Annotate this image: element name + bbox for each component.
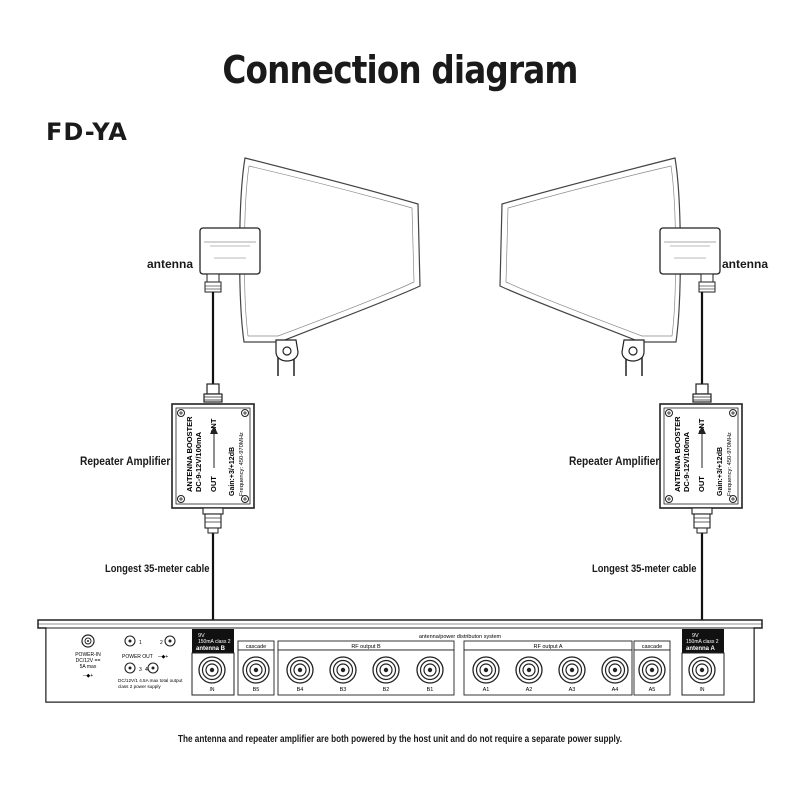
system-label: antenna/power distributon system: [419, 634, 502, 640]
port-a3-label: A3: [569, 687, 576, 693]
amp-right-label: Repeater Amplifier: [569, 454, 660, 468]
antenna-a-connector-icon: [688, 656, 716, 684]
power-out-port-1: 1: [139, 640, 142, 646]
port-a1-label: A1: [483, 687, 490, 693]
port-b5-label: B5: [253, 687, 260, 693]
cascade-a-label: cascade: [642, 644, 663, 650]
cable-right-label: Longest 35-meter cable: [592, 563, 697, 575]
amp-left-ant: ANT: [209, 418, 218, 434]
power-in-icon: [81, 634, 95, 648]
antenna-a-spec-block: [682, 629, 724, 653]
amp-left-line1: ANTENNA BOOSTER: [185, 416, 194, 492]
port-a1-icon: [472, 656, 500, 684]
cables: [211, 292, 704, 628]
port-b1-icon: [416, 656, 444, 684]
antenna-b-connector-icon: [198, 656, 226, 684]
power-out-label: POWER OUT: [122, 654, 153, 660]
amp-right-out: OUT: [697, 476, 706, 492]
amp-right-ant: ANT: [697, 418, 706, 434]
rf-output-a-label: RF output A: [533, 644, 562, 650]
spec-left-voltage: 9V: [198, 633, 205, 639]
amp-left-label: Repeater Amplifier: [80, 454, 171, 468]
port-b2-icon: [372, 656, 400, 684]
antenna-b-label: antenna B: [196, 646, 226, 652]
amp-left-gain: Gain:+3/+12dB: [229, 447, 236, 496]
port-a5-icon: [638, 656, 666, 684]
amp-right-freq: Frequency: 450-970MHz: [727, 432, 733, 496]
spec-right-current: 150mA class 2: [686, 639, 719, 645]
power-note-line1: DC/12V/1 4.5A max total output: [118, 678, 183, 683]
port-b4-icon: [286, 656, 314, 684]
antenna-a-label: antenna A: [686, 646, 715, 652]
power-out-port-3: 3: [139, 667, 142, 673]
port-b4-label: B4: [297, 687, 304, 693]
amp-left-line2: DC-9-12V/100mA: [194, 431, 203, 492]
power-out-port-2: 2: [160, 640, 163, 646]
port-a5-label: A5: [649, 687, 656, 693]
port-a4-label: A4: [612, 687, 619, 693]
amp-right-line1: ANTENNA BOOSTER: [673, 416, 682, 492]
antenna-b-spec-block: [192, 629, 234, 653]
port-b5-icon: [242, 656, 270, 684]
power-in-current: 5A max: [80, 664, 97, 670]
amp-right-line2: DC-9-12V/100mA: [682, 431, 691, 492]
power-in-voltage: DC/12V ==: [76, 658, 101, 664]
right-antenna-icon: [499, 157, 721, 376]
antenna-left-label: antenna: [147, 257, 194, 271]
power-note: The antenna and repeater amplifier are b…: [177, 734, 623, 745]
host-unit: POWER-IN DC/12V == 5A max ─◆+ 1 2 3 4 PO…: [37, 619, 763, 703]
cable-left-label: Longest 35-meter cable: [105, 563, 210, 575]
antenna-b-in-label: IN: [210, 687, 215, 693]
spec-left-current: 150mA class 2: [198, 639, 231, 645]
antenna-right-label: antenna: [722, 257, 769, 271]
diagram-title: Connection diagram: [222, 48, 578, 92]
right-repeater-amplifier-icon: ANTENNA BOOSTER DC-9-12V/100mA OUT ANT G…: [660, 383, 742, 534]
spec-right-voltage: 9V: [692, 633, 699, 639]
model-name: FD-YA: [46, 118, 128, 146]
port-b1-label: B1: [427, 687, 434, 693]
port-b3-label: B3: [340, 687, 347, 693]
cascade-b-label: cascade: [246, 644, 267, 650]
rf-output-b-label: RF output B: [351, 644, 381, 650]
port-a2-icon: [515, 656, 543, 684]
left-antenna-icon: [199, 157, 421, 376]
port-a2-label: A2: [526, 687, 533, 693]
power-in-label: POWER-IN: [75, 652, 101, 658]
power-out-port-4: 4: [145, 667, 148, 673]
amp-left-out: OUT: [209, 476, 218, 492]
power-out-ports: [124, 635, 176, 674]
svg-text:─◆+: ─◆+: [157, 654, 168, 660]
antenna-a-in-label: IN: [700, 687, 705, 693]
left-repeater-amplifier-icon: ANTENNA BOOSTER DC-9-12V/100mA OUT ANT G…: [172, 383, 254, 534]
port-a3-icon: [558, 656, 586, 684]
port-b2-label: B2: [383, 687, 390, 693]
svg-text:─◆+: ─◆+: [82, 673, 93, 679]
port-a4-icon: [601, 656, 629, 684]
power-note-line2: class 2 power supply: [118, 684, 161, 689]
port-b3-icon: [329, 656, 357, 684]
amp-left-freq: Frequency: 450-970MHz: [239, 432, 245, 496]
amp-right-gain: Gain:+3/+12dB: [717, 447, 724, 496]
